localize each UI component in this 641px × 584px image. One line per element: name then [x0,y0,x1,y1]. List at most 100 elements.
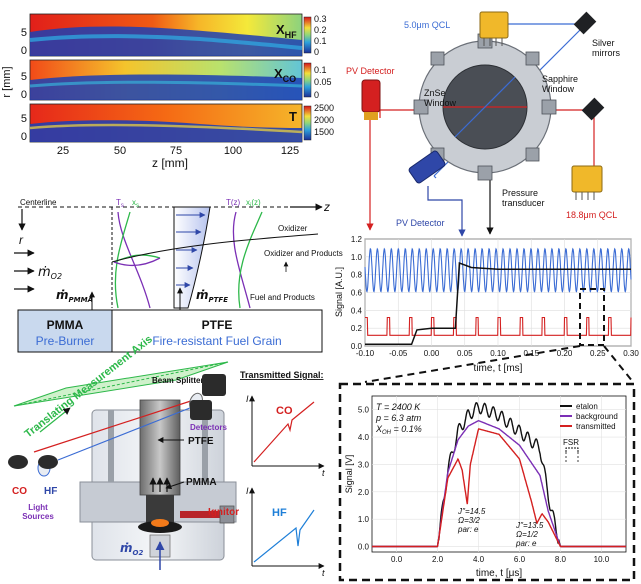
ptfe-subtitle: Fire-resistant Fuel Grain [152,334,281,348]
legend-background: background [576,412,618,421]
co-source-label: CO [12,486,27,497]
chart2-legend: etalon background transmitted [560,402,618,431]
svg-text:I: I [246,486,249,496]
heatmap-xtick: 100 [224,145,242,157]
chart1-xtick: 0.25 [590,349,606,358]
detectors-label: Detectors [190,423,227,432]
colorbar-co [303,62,312,98]
pv-detector-blue-label: PV Detector [396,218,445,228]
chart1-ytick: 1.2 [351,235,363,244]
cbar-t-tick: 1500 [314,127,334,137]
chart2-ytick: 3.0 [358,460,370,469]
zoom-box [579,288,605,346]
xs-label: xs [132,198,139,209]
cbar-t-tick: 2500 [314,103,334,113]
chart2-xtick: 4.0 [473,555,485,564]
chart2-ytick: 5.0 [358,406,370,415]
chart2-xlabel: time, t [μs] [476,568,523,579]
legend-etalon: etalon [576,402,598,411]
ignitor-rod [180,511,220,518]
pv-detector-red-label: PV Detector [346,66,395,76]
chart1-ytick: 0.4 [351,306,363,315]
beam-splitters-label: Beam Splitters [152,376,209,385]
heatmap-ytick: 5 [21,113,27,125]
chart1-xtick: 0.30 [623,349,639,358]
cbar-hf-tick: 0.1 [314,36,327,46]
heatmap-xlabel: z [mm] [152,156,188,170]
chart1-xlabel: time, t [ms] [474,363,523,374]
apparatus-ptfe-label: PTFE [188,436,214,447]
chart1-ytick: 0.0 [351,342,363,351]
heatmap-xtick: 125 [281,145,299,157]
inset-co: I t CO [246,394,325,478]
xs-curve-green [114,211,131,309]
chart1-series-blue [364,247,632,293]
qcl-top-label: 5.0μm QCL [404,20,450,30]
ts-label: Ts [116,198,124,209]
qcl-top [479,11,509,39]
line1-annotation: J''=14.5 Ω=3/2 par: e [457,507,488,534]
chart2-xtick: 6.0 [514,555,526,564]
fsr-bracket [565,447,579,452]
pmma-title: PMMA [47,318,84,332]
chart2-series-transmitted [372,428,626,548]
chart2-ytick: 0.0 [358,543,370,552]
mirror-right [581,97,605,121]
m-o2-label: ṁO2 [38,265,62,281]
chart1-ytick: 0.8 [351,271,363,280]
xiz-label: xi(z) [246,198,261,209]
combustion-schematic: z Centerline r Ts xs T(z) xi(z) Oxidizer… [14,198,343,353]
tz-label: T(z) [226,198,241,207]
svg-text:t: t [322,568,325,578]
legend-transmitted: transmitted [576,422,616,431]
chart1-series-red [365,316,632,336]
pv-detector-blue [408,150,446,184]
centerline-label: Centerline [20,198,57,207]
fsr-label: FSR [563,438,579,447]
heatmap-ytick: 5 [21,27,27,39]
inset-co-label: CO [276,405,293,417]
chart1-xtick: 0.20 [557,349,573,358]
chart1-xtick: -0.05 [389,349,408,358]
heatmap-panel: XHF XCO T 0.3 0.2 0.1 0 0.1 0.05 0 2500 … [1,13,334,170]
heatmap-ytick: 0 [21,131,27,143]
chart2-xtick: 0.0 [391,555,403,564]
ignitor-label: Ignitor [208,507,239,518]
cbar-co-tick: 0.05 [314,77,332,87]
cbar-hf-tick: 0.2 [314,25,327,35]
colorbar-hf [303,16,312,54]
chart2-ytick: 2.0 [358,488,370,497]
svg-text:t: t [322,468,325,478]
heatmap-ylabel: r [mm] [1,66,13,97]
svg-text:I: I [246,394,249,404]
chart2-plot-area [371,395,627,553]
chart2-ytick: 1.0 [358,515,370,524]
chart1-xtick: 0.00 [424,349,440,358]
colorbar-t [303,105,312,141]
heatmap-label-co: XCO [274,66,296,84]
qcl-bottom-label: 18.8μm QCL [566,210,617,220]
detector-box [202,374,226,396]
inset-hf-label: HF [272,507,287,519]
inset-co-trace [253,401,315,463]
m-ptfe-label: ṁPTFE [196,288,228,304]
ptfe-block [111,309,323,353]
heatmap-hf-core [30,26,302,56]
chart1-ytick: 0.2 [351,324,363,333]
chart2-xtick: 10.0 [594,555,610,564]
transmitted-signal-label: Transmitted Signal: [240,370,324,380]
ptfe-title: PTFE [202,318,233,332]
chart1-xtick: 0.10 [490,349,506,358]
chart1-ytick: 0.6 [351,289,363,298]
m-pmma-label: ṁPMMA [56,288,93,304]
oxidizer-products-label: Oxidizer and Products [264,249,343,258]
heatmap-ytick: 0 [21,89,27,101]
co-source [8,455,28,469]
mirror-top [573,11,597,35]
